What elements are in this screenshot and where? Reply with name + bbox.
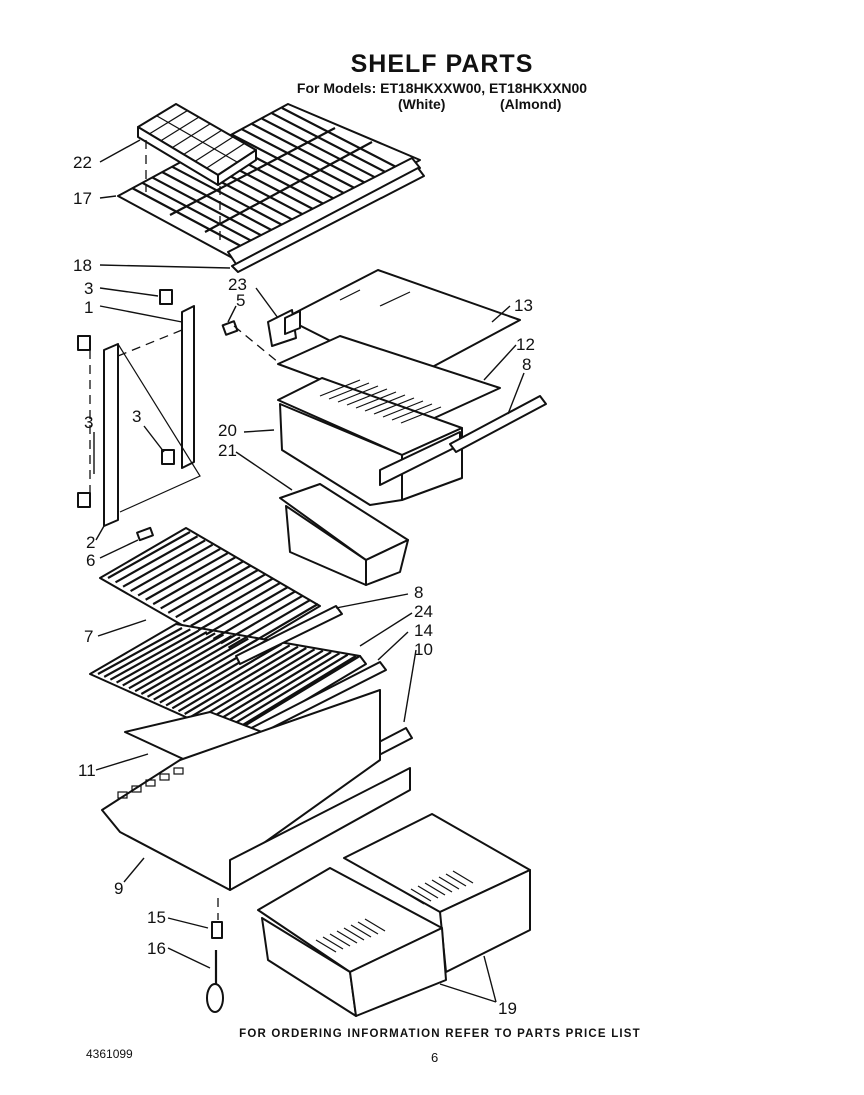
- callout-17: 17: [73, 189, 92, 208]
- model-numbers: For Models: ET18HKXXW00, ET18HKXXN00: [296, 80, 588, 96]
- leveling-leg: [206, 921, 224, 1013]
- storage-bin: [279, 483, 409, 586]
- freezer-wire-shelf: [117, 103, 425, 273]
- callout-20: 20: [218, 421, 237, 440]
- crisper-drawers: [257, 813, 531, 1017]
- callout-21: 21: [218, 441, 237, 460]
- color-almond-label: (Almond): [500, 96, 562, 112]
- page-title: SHELF PARTS: [350, 50, 534, 78]
- color-white-label: (White): [398, 96, 446, 112]
- crisper-pan-frame: [101, 689, 411, 891]
- callout-7: 7: [84, 627, 93, 646]
- callout-12: 12: [516, 335, 535, 354]
- callout-13: 13: [514, 296, 533, 315]
- callout-3-top: 3: [84, 279, 93, 298]
- callout-18: 18: [73, 256, 92, 275]
- callout-11: 11: [78, 761, 96, 780]
- callout-3-mid: 3: [132, 407, 141, 426]
- document-number: 4361099: [86, 1047, 133, 1061]
- callout-10: 10: [414, 640, 433, 659]
- shelf-ladder-supports: [77, 289, 239, 542]
- callout-8-upper: 8: [522, 355, 531, 374]
- wire-shelves: [89, 527, 367, 745]
- callout-2: 2: [86, 533, 95, 552]
- leader-lines: [93, 139, 525, 1003]
- callout-8-lower: 8: [414, 583, 423, 602]
- callout-14: 14: [414, 621, 433, 640]
- shelf-rail-upper: [449, 395, 547, 453]
- callout-1: 1: [84, 298, 93, 317]
- callout-22: 22: [73, 153, 92, 172]
- callout-5: 5: [236, 291, 245, 310]
- callout-6: 6: [86, 551, 95, 570]
- callout-3-left: 3: [84, 413, 93, 432]
- callout-numbers: 22 17 18 23 3 5 1 13 12 8 3 3 20 21 2 6 …: [73, 153, 535, 1018]
- callout-23: 23: [228, 275, 247, 294]
- callout-19: 19: [498, 999, 517, 1018]
- callout-16: 16: [147, 939, 166, 958]
- meat-drawer: [277, 335, 501, 506]
- callout-24: 24: [414, 602, 433, 621]
- ordering-note: FOR ORDERING INFORMATION REFER TO PARTS …: [239, 1028, 641, 1040]
- ice-cube-tray: [137, 103, 257, 186]
- callout-15: 15: [147, 908, 166, 927]
- page-number: 6: [431, 1050, 439, 1065]
- callout-9: 9: [114, 879, 123, 898]
